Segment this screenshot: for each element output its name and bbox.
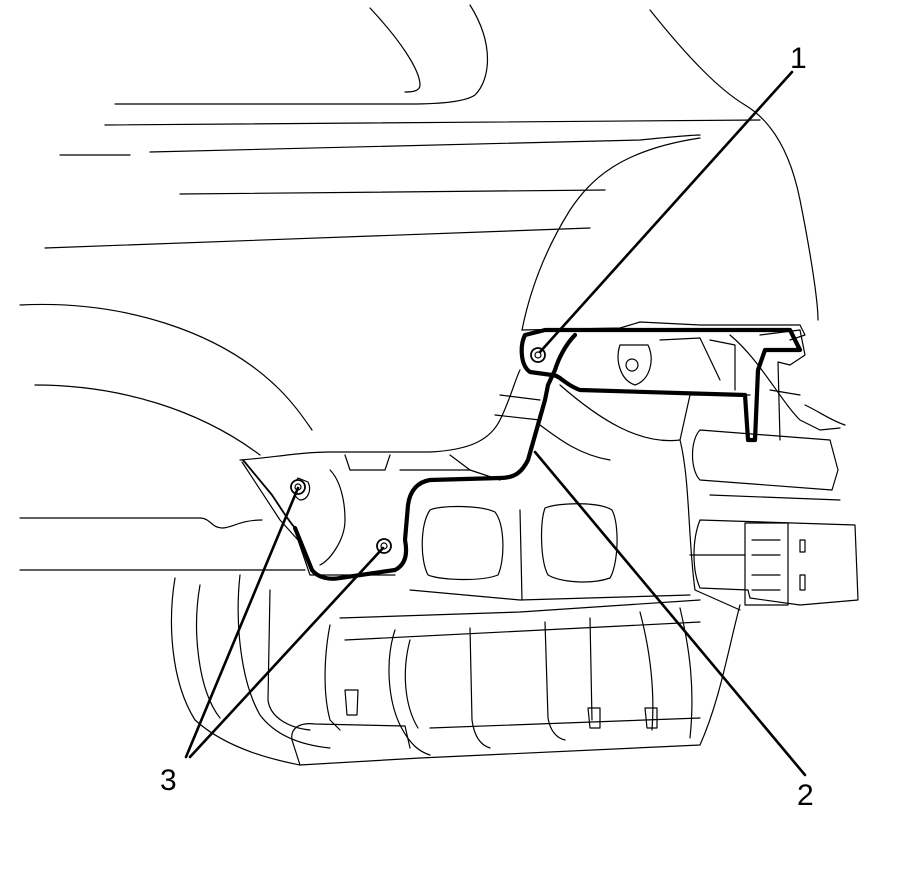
engine-subframe <box>170 574 741 766</box>
front-structure <box>559 329 859 611</box>
callout-1-label: 1 <box>790 42 807 75</box>
callout-3-label: 3 <box>160 764 177 797</box>
leader-lines <box>184 70 807 777</box>
leader-2 <box>533 450 807 777</box>
upper-bracket <box>519 321 806 443</box>
fender-liner <box>239 332 691 601</box>
fasteners <box>290 347 546 554</box>
callout-2-label: 2 <box>797 779 814 812</box>
leader-3a <box>184 486 300 759</box>
leader-1 <box>538 70 794 354</box>
leader-3b <box>188 546 385 759</box>
vehicle-body <box>19 4 819 571</box>
